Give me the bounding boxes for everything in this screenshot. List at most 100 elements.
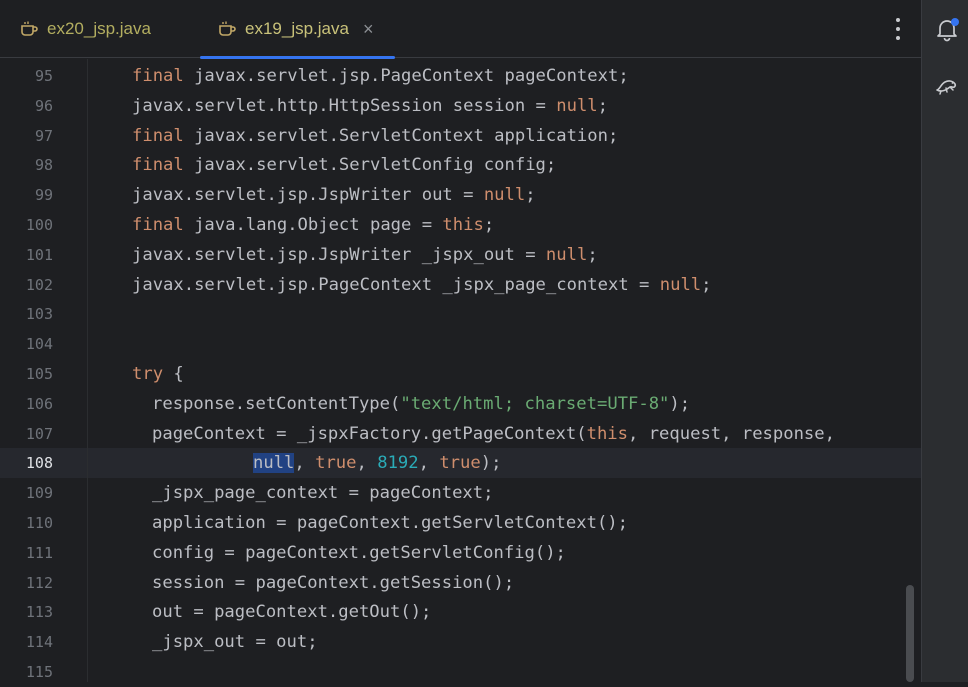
tab-bar: ex20_jsp.java ex19_jsp.java × [0,0,921,59]
code-token: ; [597,95,609,116]
line-number: 106 [25,394,53,413]
code-token: javax.servlet.ServletConfig config; [194,155,557,176]
code-token: application = pageContext.getServletCont… [152,513,628,533]
more-vertical-icon[interactable] [893,18,903,40]
line-number: 109 [25,484,53,503]
code-line[interactable]: final javax.servlet.ServletContext applic… [88,121,965,151]
keyword-token: null [556,95,598,116]
code-token: javax.servlet.jsp.PageContext pageContex… [194,66,629,86]
code-line[interactable]: config = pageContext.getServletConfig(); [88,538,968,568]
line-number: 97 [34,126,53,145]
line-number: 101 [25,245,53,264]
number-token: 8192 [377,453,419,474]
keyword-token: true [439,453,481,474]
keyword-token: this [586,423,629,444]
code-line[interactable]: _jspx_page_context = pageContext; [88,478,968,508]
current-line-highlight [0,448,921,479]
line-number: 104 [25,335,53,354]
code-line[interactable] [88,657,965,687]
keyword-token: null [545,244,588,265]
code-token: out = pageContext.getOut(); [152,602,432,623]
code-token: session = pageContext.getSession(); [152,572,515,593]
code-line[interactable]: null, true, 8192, true); [88,448,968,478]
code-token: { [163,364,184,384]
code-token: ; [701,274,712,295]
line-number: 96 [34,96,53,115]
line-number: 103 [25,305,53,324]
close-icon[interactable]: × [362,18,374,39]
keyword-token: final [132,66,184,86]
code-token: response.setContentType( [152,393,401,414]
code-token: , [294,453,316,474]
code-line[interactable]: response.setContentType("text/html; char… [88,389,968,419]
right-tool-strip [921,0,968,682]
keyword-token: null [483,185,526,206]
keyword-token: final [132,215,184,235]
code-line[interactable]: application = pageContext.getServletCont… [88,508,968,538]
keyword-token: true [315,453,357,474]
vertical-scrollbar[interactable] [906,585,914,682]
code-token: ; [525,185,536,206]
code-token: ; [483,215,495,235]
line-number: 111 [25,543,53,562]
keyword-token: try [132,364,164,384]
code-token: javax.servlet.http.HttpSession session = [132,95,557,116]
line-number: 100 [25,216,53,234]
code-token: , [356,453,378,474]
code-token: javax.servlet.jsp.PageContext _jspx_page… [132,274,660,295]
code-token: config = pageContext.getServletConfig(); [152,542,566,563]
code-line[interactable]: javax.servlet.http.HttpSession session =… [88,91,965,121]
code-line[interactable]: javax.servlet.jsp.JspWriter out = null; [88,180,965,210]
code-token: , [418,453,440,474]
lizard-icon[interactable] [934,72,960,98]
selected-token: null [253,453,295,474]
keyword-token: final [132,155,184,176]
code-token: javax.servlet.jsp.JspWriter _jspx_out = [132,244,546,265]
string-token: "text/html; charset=UTF-8" [400,393,670,414]
keyword-token: null [659,274,702,295]
line-number: 98 [34,156,53,175]
code-token: _jspx_page_context = pageContext; [152,483,494,504]
line-number: 115 [25,663,53,681]
code-token: ); [480,453,502,474]
line-number: 110 [25,514,53,532]
line-number: 102 [25,275,53,294]
tab-ex19[interactable]: ex19_jsp.java × [200,0,396,59]
keyword-token: this [442,215,484,235]
code-line[interactable]: session = pageContext.getSession(); [88,568,968,598]
line-number: 112 [25,573,53,592]
code-token: ); [669,393,691,414]
code-line[interactable]: pageContext = _jspxFactory.getPageContex… [88,419,968,449]
tab-label: ex20_jsp.java [47,19,151,38]
code-line[interactable]: out = pageContext.getOut(); [88,597,968,627]
line-number: 113 [25,603,53,622]
coffee-cup-icon [21,21,38,36]
code-line[interactable] [88,329,965,359]
tab-ex20[interactable]: ex20_jsp.java [20,0,151,58]
coffee-cup-icon [219,21,236,36]
code-line[interactable]: final javax.servlet.ServletConfig config; [88,150,965,180]
notification-dot-icon [951,18,959,26]
code-line[interactable]: javax.servlet.jsp.JspWriter _jspx_out = … [88,240,965,270]
code-line[interactable]: final java.lang.Object page = this; [88,210,965,240]
keyword-token: final [132,125,184,146]
code-token: java.lang.Object page = [194,215,443,235]
line-number: 99 [34,186,53,205]
line-number: 114 [25,633,53,652]
code-line[interactable]: _jspx_out = out; [88,627,968,657]
code-token: javax.servlet.ServletContext application… [194,125,619,146]
code-line[interactable]: javax.servlet.jsp.PageContext _jspx_page… [88,270,965,300]
code-line[interactable] [88,299,965,329]
line-number: 107 [25,424,53,443]
tab-label: ex19_jsp.java [245,19,349,38]
code-line[interactable]: try { [88,359,965,389]
line-number: 105 [25,365,53,383]
code-token: _jspx_out = out; [152,632,318,653]
bell-icon[interactable] [934,16,960,42]
code-area[interactable]: final javax.servlet.jsp.PageContext pageC… [88,59,921,682]
code-token: pageContext = _jspxFactory.getPageContex… [152,423,587,444]
code-token: , request, response, [628,423,835,444]
code-line[interactable]: final javax.servlet.jsp.PageContext pageC… [88,61,965,91]
